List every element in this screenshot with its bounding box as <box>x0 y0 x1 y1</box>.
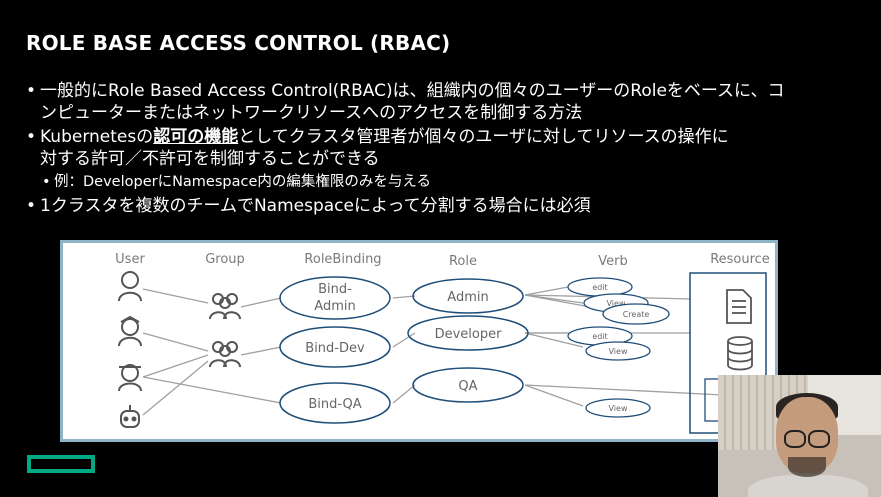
verb-dev-view: View <box>585 341 651 361</box>
verb-dev-edit-label: edit <box>592 332 607 341</box>
bullet2-text1: としてクラスタ管理者が個々のユーザに対してリソースの操作に <box>238 127 729 147</box>
header-verb: Verb <box>598 254 627 269</box>
role-qa: QA <box>412 367 524 403</box>
role-qa-label: QA <box>458 379 477 394</box>
header-group: Group <box>205 252 245 267</box>
role-admin: Admin <box>412 278 524 314</box>
person-icon <box>118 271 142 302</box>
verb-admin-create-label: Create <box>623 310 650 319</box>
header-resource: Resource <box>710 252 770 267</box>
robot-icon <box>120 405 140 428</box>
rolebinding-qa: Bind-QA <box>279 382 391 424</box>
rolebinding-admin-line2: Admin <box>314 299 355 314</box>
rolebinding-admin-line1: Bind- <box>318 282 352 297</box>
rolebinding-qa-label: Bind-QA <box>308 397 361 412</box>
bullet-list: 一般的にRole Based Access Control(RBAC)は、組織内… <box>26 80 866 219</box>
slide-title: ROLE BASE ACCESS CONTROL (RBAC) <box>26 31 451 55</box>
rolebinding-admin: Bind- Admin <box>279 276 391 320</box>
header-user: User <box>115 252 145 267</box>
group-icon <box>209 341 241 368</box>
bullet-kubernetes-authz: Kubernetesの認可の機能としてクラスタ管理者が個々のユーザに対してリソー… <box>26 126 866 170</box>
header-rolebinding: RoleBinding <box>304 252 381 267</box>
bullet-rbac-definition: 一般的にRole Based Access Control(RBAC)は、組織内… <box>26 80 866 124</box>
bullet1-line2: ンピューターまたはネットワークリソースへのアクセスを制御する方法 <box>40 103 583 123</box>
verb-qa-view-label: View <box>609 404 628 413</box>
brand-logo <box>27 455 95 473</box>
bullet-namespace-required: 1クラスタを複数のチームでNamespaceによって分割する場合には必須 <box>26 195 866 217</box>
verb-admin-view-label: View <box>607 299 626 308</box>
role-developer-label: Developer <box>435 327 503 342</box>
document-icon <box>726 289 752 324</box>
verb-admin-create: Create <box>602 303 670 325</box>
rolebinding-dev: Bind-Dev <box>279 326 391 368</box>
database-icon <box>727 336 753 371</box>
sub-bullet-example: 例：DeveloperにNamespace内の編集権限のみを与える <box>26 172 866 192</box>
person-hat-icon <box>118 364 142 392</box>
bullet2-emphasis: 認可の機能 <box>153 127 239 147</box>
header-role: Role <box>449 254 477 269</box>
presenter-body <box>748 475 868 497</box>
verb-dev-view-label: View <box>609 347 628 356</box>
glasses-icon <box>784 430 806 448</box>
verb-admin-edit: edit <box>567 277 633 297</box>
rolebinding-dev-label: Bind-Dev <box>305 341 365 356</box>
bullet2-prefix: Kubernetesの <box>40 127 154 147</box>
verb-qa-view: View <box>585 398 651 418</box>
role-admin-label: Admin <box>447 290 488 305</box>
verb-admin-edit-label: edit <box>592 283 607 292</box>
rbac-diagram: User Group RoleBinding Role Verb Resourc… <box>60 240 778 442</box>
bullet1-line1: 一般的にRole Based Access Control(RBAC)は、組織内… <box>40 81 785 101</box>
person-cap-icon <box>118 315 142 347</box>
bullet2-text2: 対する許可／不許可を制御することができる <box>40 149 380 169</box>
role-developer: Developer <box>407 315 529 351</box>
webcam-overlay <box>718 375 881 497</box>
group-icon <box>209 293 241 320</box>
